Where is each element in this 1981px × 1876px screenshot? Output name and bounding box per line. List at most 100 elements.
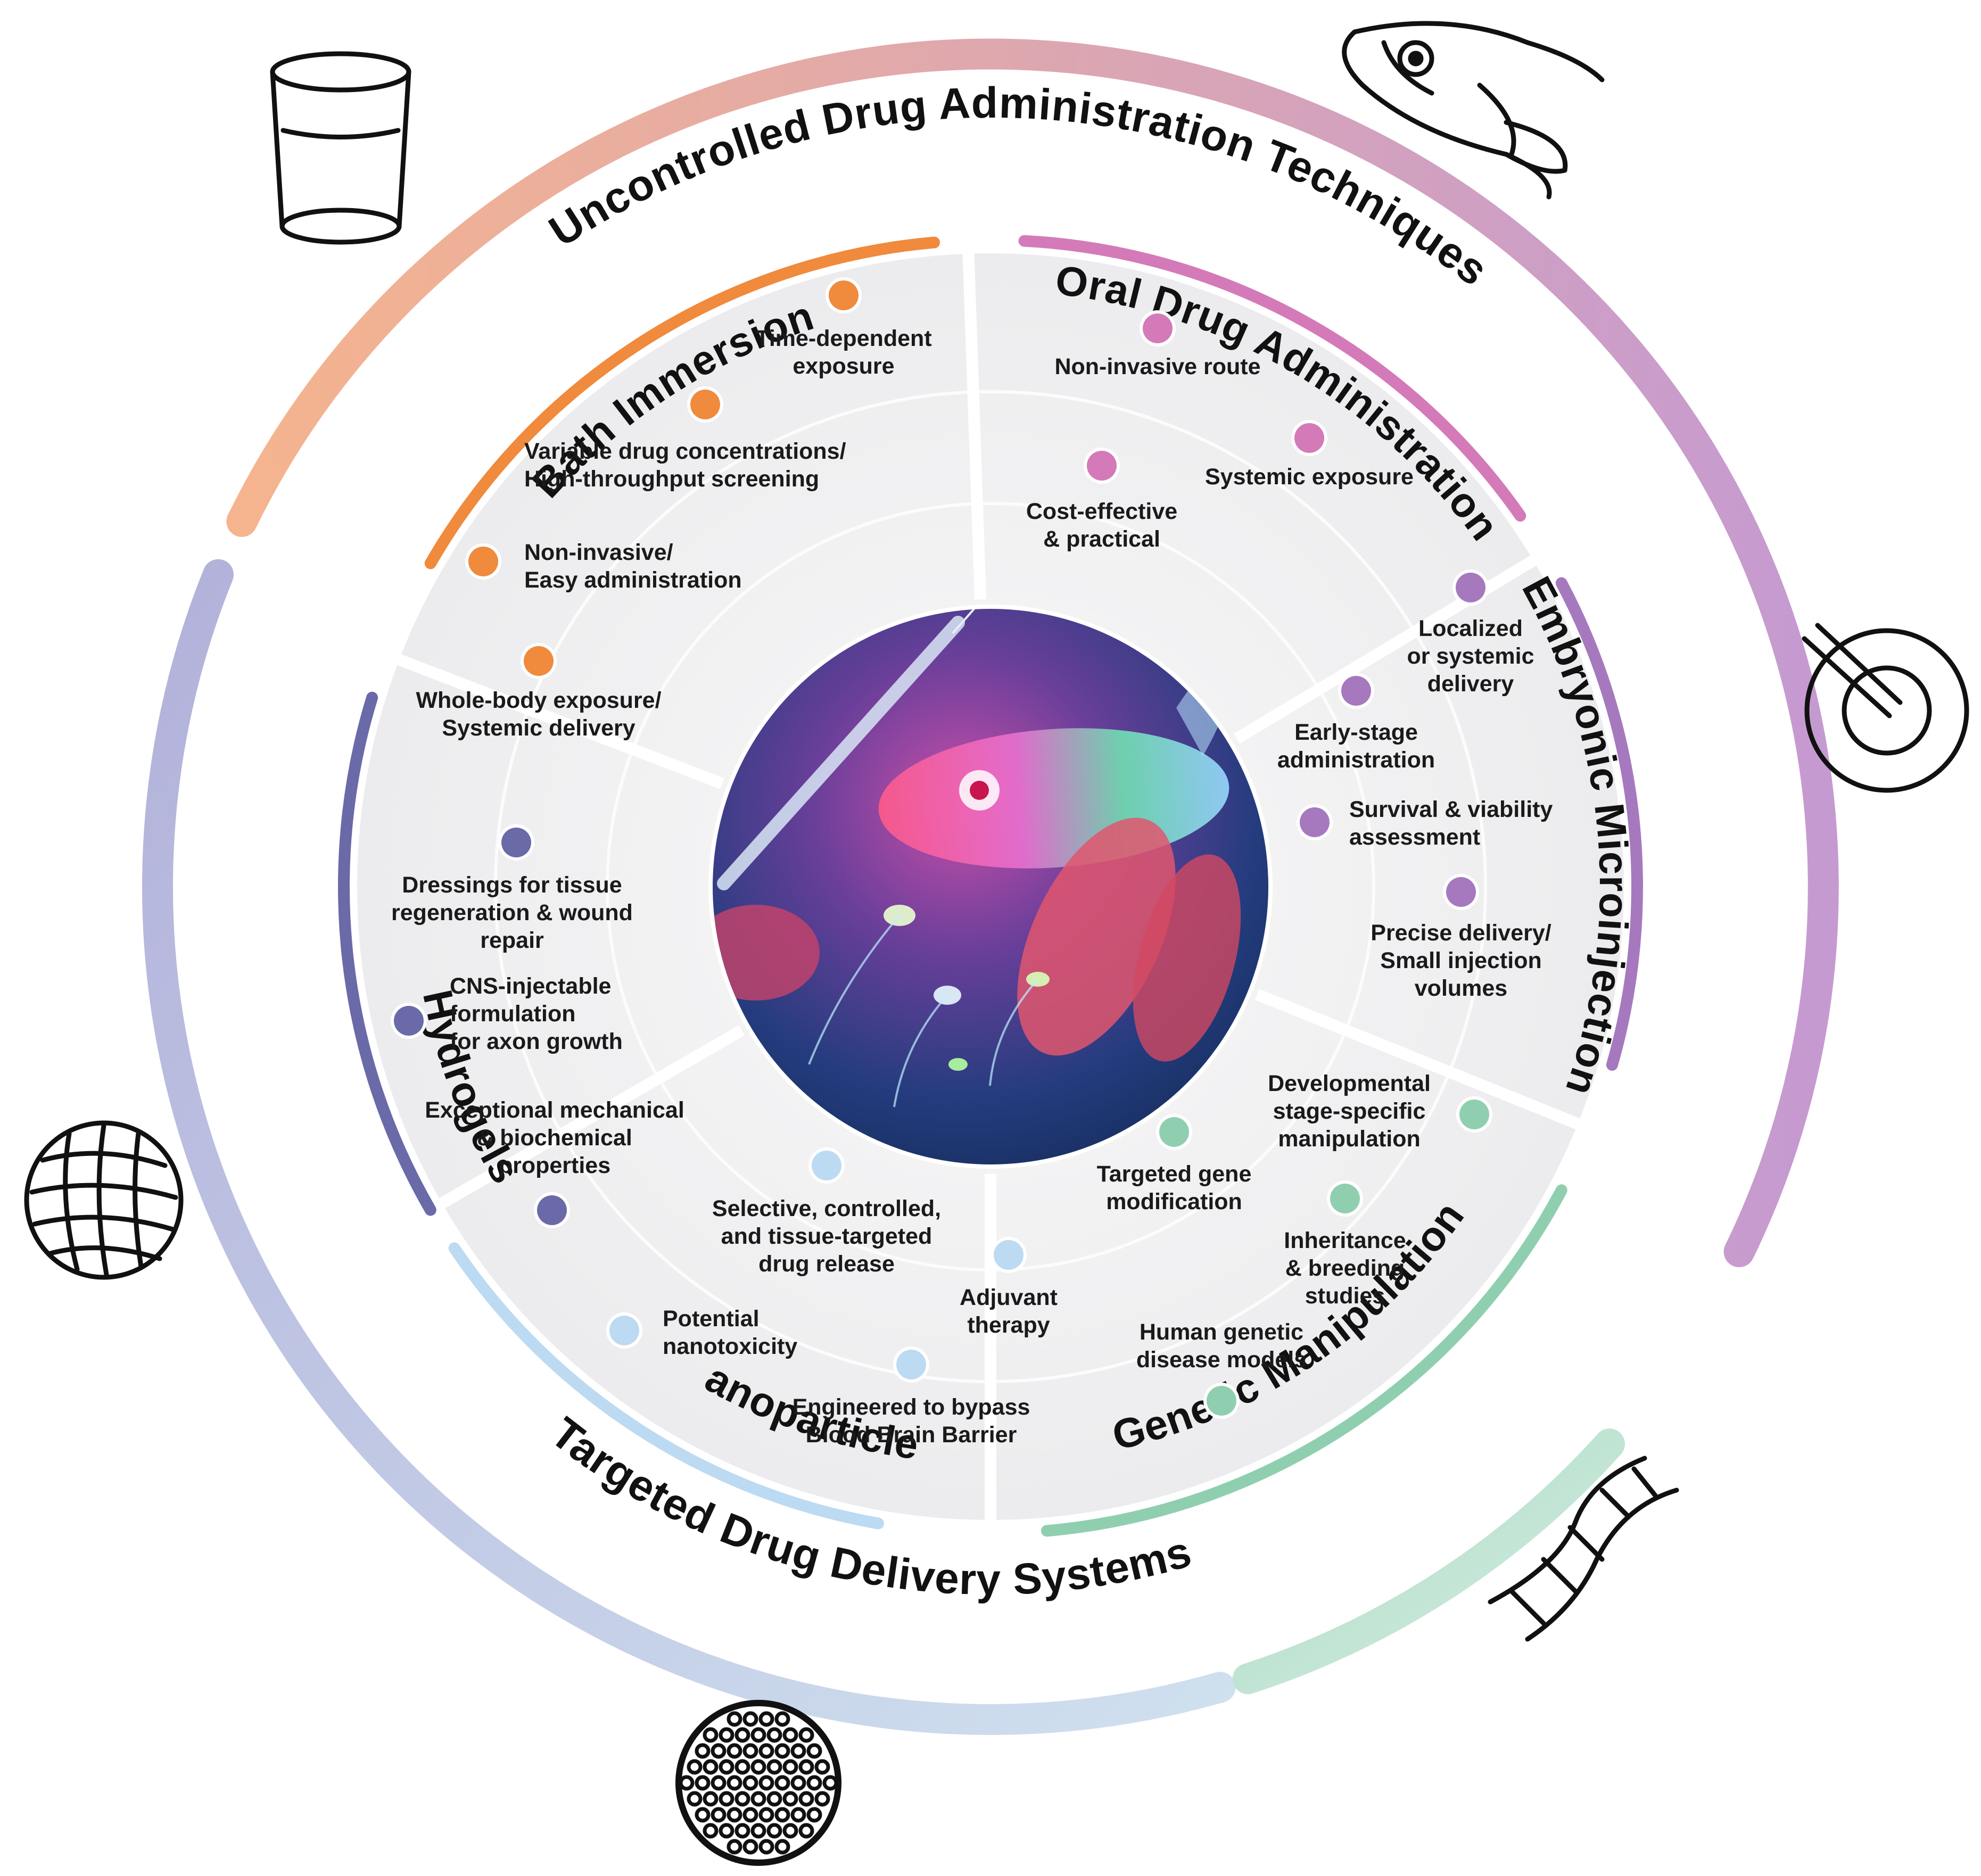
nanoparticle	[719, 1759, 734, 1775]
sector-divider	[962, 253, 987, 600]
nanoparticle	[734, 1727, 750, 1743]
nanoparticle	[782, 1759, 798, 1775]
nanoparticle	[790, 1775, 806, 1791]
bullet-dot	[1330, 1184, 1360, 1213]
nanoparticle	[790, 1807, 806, 1823]
nanoparticle	[687, 1759, 703, 1775]
bullet-dot	[829, 280, 859, 310]
bullet-dot	[1459, 1100, 1489, 1129]
nanoparticle	[727, 1711, 742, 1727]
bullet-dot	[690, 390, 720, 419]
sector-arc-genetic	[1041, 1184, 1567, 1537]
nanoparticle	[806, 1775, 822, 1791]
sector-divider	[397, 654, 724, 789]
nanoparticle	[774, 1839, 790, 1855]
petri-dish-icon	[1802, 623, 1969, 793]
item-bath-2: Non-invasive/Easy administration	[465, 540, 742, 593]
nanoparticle	[758, 1839, 774, 1855]
item-oral-0: Non-invasive route	[1054, 310, 1261, 379]
sector-arc-hydrogels	[338, 691, 436, 1216]
nanoparticle	[742, 1839, 758, 1855]
nanoparticle	[798, 1759, 814, 1775]
nanoparticle	[695, 1743, 711, 1759]
hydrogel-mesh-icon	[24, 1120, 184, 1280]
item-label: Non-invasive route	[1054, 354, 1260, 379]
nanoparticle-cluster-icon	[675, 1700, 841, 1866]
nanoparticle	[822, 1775, 838, 1791]
outer-ring-targeted	[142, 559, 1236, 1735]
outer-ring-genetic_ring	[1232, 1428, 1625, 1695]
nanoparticle	[750, 1791, 766, 1807]
nanoparticle	[727, 1743, 742, 1759]
nanoparticle	[727, 1839, 742, 1855]
bullet-dot	[537, 1195, 567, 1225]
bullet-dot	[1456, 573, 1485, 602]
bullet-dot	[468, 547, 498, 576]
bullet-dot	[812, 1151, 841, 1180]
nanoparticle	[695, 1807, 711, 1823]
item-oral-2: Cost-effective& practical	[1026, 448, 1177, 552]
bullet-dot	[896, 1350, 926, 1379]
nanoparticle	[734, 1823, 750, 1839]
nanoparticle	[782, 1791, 798, 1807]
nanoparticle	[742, 1743, 758, 1759]
nanoparticle	[790, 1743, 806, 1759]
nanoparticle	[687, 1791, 703, 1807]
nanoparticle	[814, 1791, 830, 1807]
bullet-dot	[1087, 451, 1117, 481]
nanoparticle	[703, 1727, 719, 1743]
nanoparticle	[727, 1775, 742, 1791]
dna-icon	[1488, 1456, 1679, 1642]
nanoparticle	[719, 1791, 734, 1807]
nanoparticle-outline	[675, 1700, 841, 1866]
outer-ring-uncontrolled	[226, 38, 1839, 1268]
nanoparticle	[711, 1743, 727, 1759]
bullet-dot	[501, 828, 531, 857]
item-label: Whole-body exposure/Systemic delivery	[416, 688, 661, 741]
nanoparticle	[766, 1791, 782, 1807]
sector-arc-embryonic	[1555, 577, 1643, 1071]
nanoparticle	[806, 1743, 822, 1759]
nanoparticle	[766, 1727, 782, 1743]
nanoparticle	[774, 1711, 790, 1727]
bullet-dot	[994, 1240, 1023, 1270]
item-label: Cost-effective& practical	[1026, 499, 1177, 552]
bullet-dot	[609, 1316, 639, 1345]
nanoparticle	[766, 1823, 782, 1839]
nanoparticle	[774, 1743, 790, 1759]
nanoparticle	[782, 1823, 798, 1839]
nanoparticle	[711, 1775, 727, 1791]
sector-divider	[1254, 989, 1580, 1129]
nanoparticle	[742, 1775, 758, 1791]
bullet-dot	[524, 646, 554, 676]
nanoparticle	[758, 1711, 774, 1727]
bullet-dot	[1294, 423, 1324, 453]
nanoparticle	[750, 1727, 766, 1743]
nanoparticle	[742, 1711, 758, 1727]
bullet-dot	[394, 1006, 424, 1036]
nanoparticle	[703, 1791, 719, 1807]
nanoparticle	[719, 1823, 734, 1839]
bullet-dot	[1300, 807, 1330, 837]
nanoparticle	[750, 1759, 766, 1775]
sector-divider	[439, 1025, 745, 1209]
